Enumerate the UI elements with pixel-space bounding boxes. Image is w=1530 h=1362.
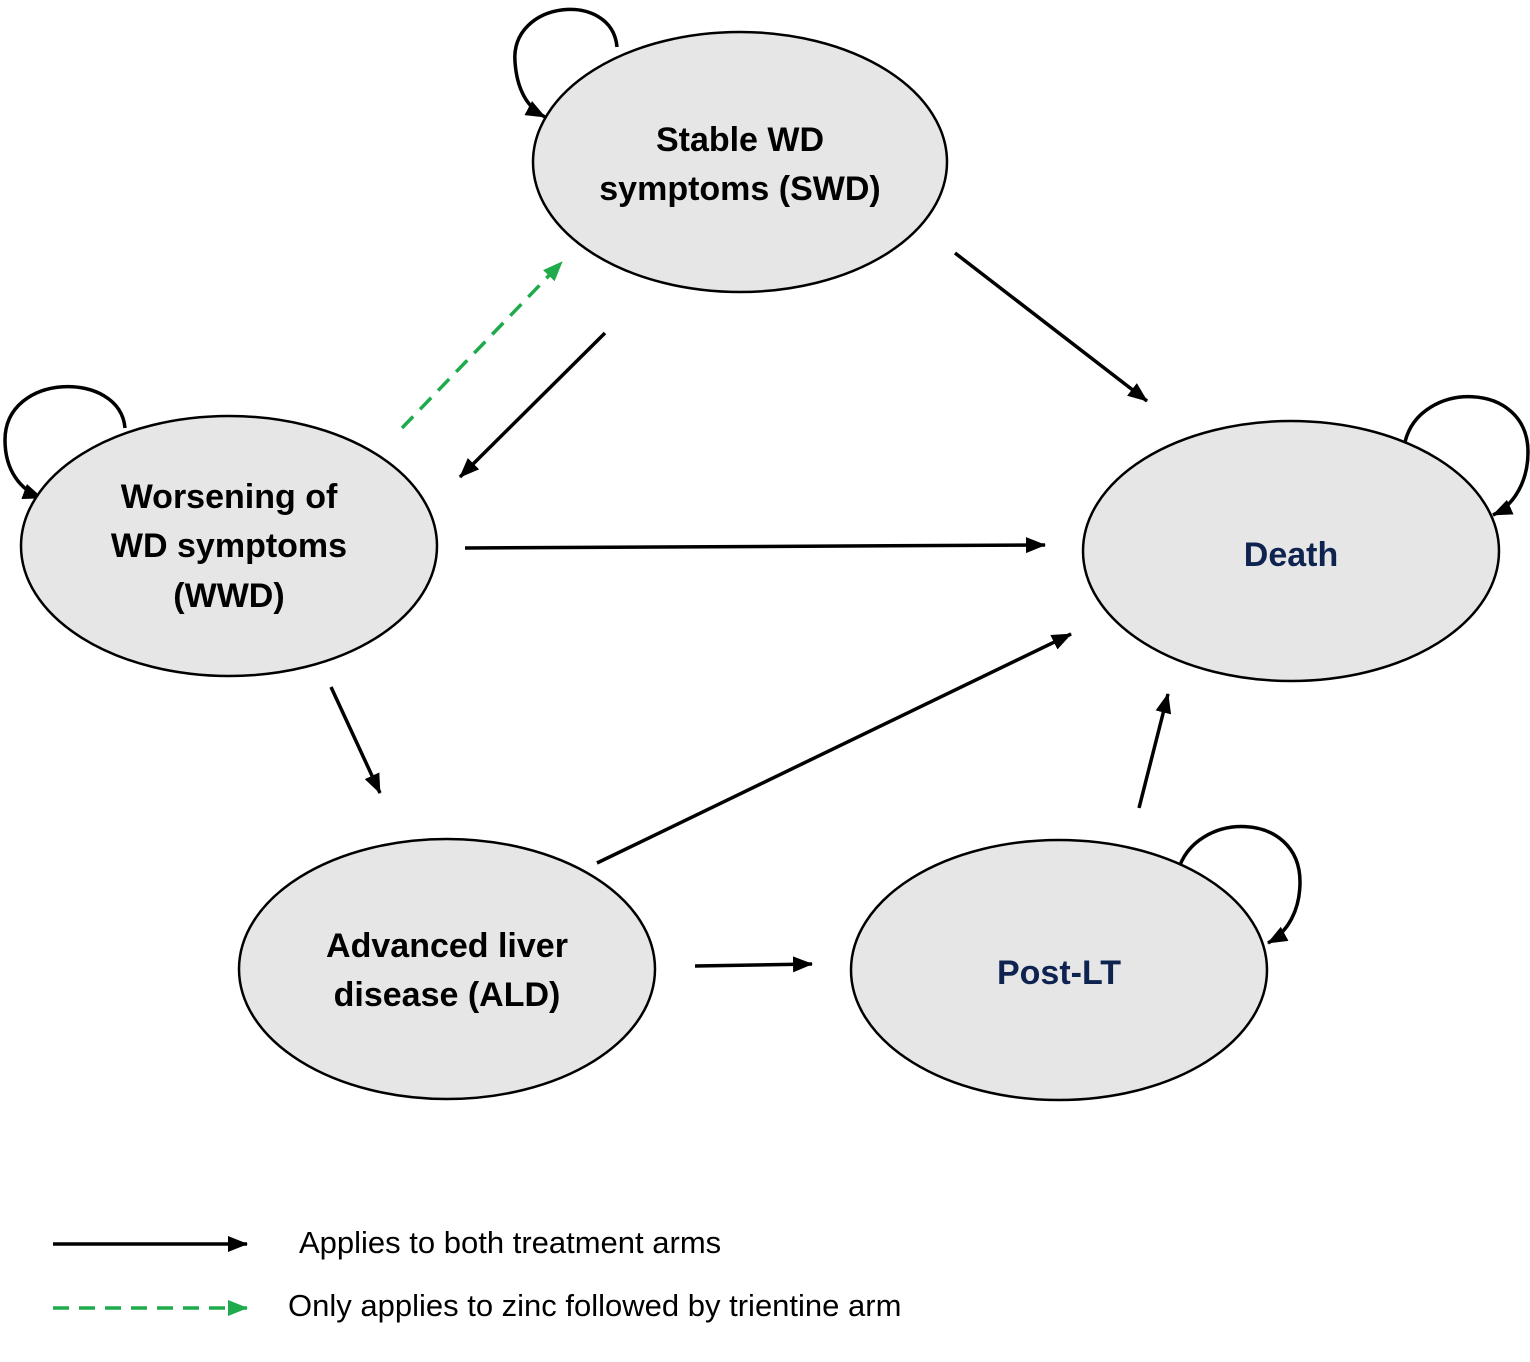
wwd-node: Worsening of WD symptoms (WWD) — [19, 414, 439, 678]
postlt-self-loop-arrow — [1176, 824, 1302, 945]
ald-label-line1: Advanced liver — [326, 927, 568, 965]
death-label: Death — [1244, 536, 1338, 574]
death-node: Death — [1081, 419, 1501, 683]
swd-to-death-arrow — [953, 251, 1149, 403]
postlt-label: Post-LT — [997, 954, 1121, 992]
ald-label-line2: disease (ALD) — [334, 976, 561, 1014]
wwd-to-swd-dashed-arrow — [400, 260, 564, 430]
wwd-self-loop-arrow — [3, 385, 127, 500]
legend: Applies to both treatment arms Only appl… — [53, 1225, 901, 1323]
ald-to-death-arrow — [596, 632, 1072, 865]
wwd-label-line3: (WWD) — [173, 577, 284, 615]
swd-node: Stable WD symptoms (SWD) — [531, 30, 949, 294]
ald-node: Advanced liver disease (ALD) — [237, 837, 657, 1101]
wwd-label-line1: Worsening of — [121, 478, 338, 516]
wwd-label-line2: WD symptoms — [111, 527, 347, 565]
swd-self-loop-arrow — [513, 7, 619, 119]
swd-label-line1: Stable WD — [656, 121, 824, 159]
ald-to-postlt-arrow — [694, 956, 813, 973]
swd-label-line2: symptoms (SWD) — [599, 170, 880, 208]
legend-dashed-label: Only applies to zinc followed by trienti… — [288, 1288, 901, 1323]
death-self-loop-arrow — [1403, 395, 1530, 517]
postlt-to-death-arrow — [1137, 693, 1172, 809]
wwd-to-ald-arrow — [329, 686, 382, 794]
legend-solid-label: Applies to both treatment arms — [299, 1225, 721, 1260]
postlt-node: Post-LT — [849, 838, 1269, 1102]
swd-to-wwd-arrow — [458, 331, 607, 479]
wwd-to-death-arrow — [464, 537, 1046, 554]
